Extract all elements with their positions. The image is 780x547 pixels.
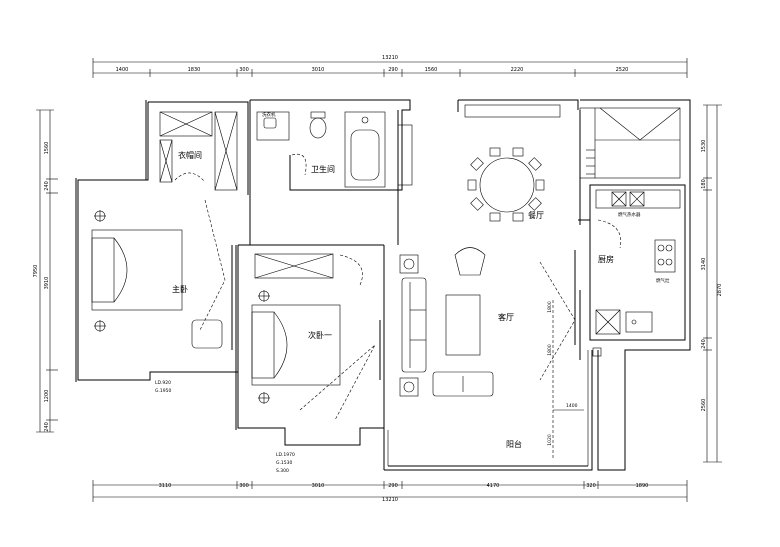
top-seg-1: 1400 [116, 67, 129, 73]
left-seg-4: 1200 [44, 390, 50, 403]
walls [75, 99, 691, 471]
balcony-label: 阳台 [506, 439, 522, 449]
washer-label: 洗衣机 [262, 111, 276, 118]
living-room-label: 客厅 [498, 312, 514, 322]
kitchen-room: 燃气热水器 燃气灶 厨房 [595, 189, 681, 335]
master-window-note-1: LD.920 [155, 380, 171, 386]
top-total-label: 13210 [382, 55, 398, 61]
living-dim-1: 1800 [547, 301, 553, 313]
dining-room: 餐厅 [464, 104, 561, 222]
top-seg-8: 2520 [616, 67, 629, 73]
right-seg-3: 3140 [701, 258, 707, 271]
top-seg-7: 2220 [511, 67, 524, 73]
right-dimension: 1530 180 3140 240 2560 2870 [701, 104, 723, 463]
living-dim-4: 1400 [566, 403, 578, 409]
second-bedroom-label: 次卧一 [308, 330, 332, 340]
second-bedroom: 次卧一 LD.1970 G.1530 S.300 [251, 253, 381, 474]
right-seg-2: 180 [701, 179, 707, 189]
top-seg-4: 3010 [312, 67, 325, 73]
bottom-dimension: 3110 300 3010 290 4170 320 1890 13210 [92, 480, 688, 503]
top-seg-3: 300 [239, 67, 249, 73]
bottom-seg-3: 3010 [312, 483, 325, 489]
bathroom-room: 洗衣机 卫生间 [256, 111, 413, 188]
kitchen-heater-label: 燃气热水器 [618, 211, 641, 218]
living-dim-2: 1800 [547, 344, 553, 356]
second-window-note-2: G.1530 [276, 460, 293, 466]
left-total-label: 7950 [33, 265, 39, 278]
second-window-note-1: LD.1970 [276, 452, 295, 458]
second-window-note-3: S.300 [276, 468, 289, 474]
dining-label: 餐厅 [528, 211, 544, 220]
top-dimension: 13210 1400 1830 300 3010 290 1560 2220 2… [92, 55, 688, 78]
master-window-note-2: G.1950 [155, 388, 172, 394]
right-seg-1: 1530 [701, 140, 707, 153]
right-total-b-label: 2870 [717, 284, 723, 297]
left-seg-5: 240 [44, 422, 50, 432]
left-seg-3: 3910 [44, 277, 50, 290]
left-dimension: 7950 1560 240 3910 1200 240 [33, 109, 58, 433]
left-seg-2: 240 [44, 181, 50, 191]
bottom-seg-1: 3110 [159, 483, 172, 489]
bottom-seg-2: 300 [239, 483, 249, 489]
living-dim-3: 1020 [547, 434, 553, 446]
balcony-room: 阳台 [387, 347, 602, 466]
living-room: 客厅 1800 1800 1020 1400 [399, 247, 584, 460]
bottom-seg-5: 4170 [487, 483, 500, 489]
master-bedroom: 主卧 LD.920 G.1950 [91, 199, 233, 394]
right-seg-4: 240 [701, 339, 707, 349]
right-seg-5: 2560 [701, 399, 707, 412]
bottom-seg-7: 1890 [636, 483, 649, 489]
top-seg-6: 1560 [425, 67, 438, 73]
closet-label: 衣帽间 [178, 150, 202, 160]
bathroom-label: 卫生间 [311, 164, 335, 174]
left-seg-1: 1560 [44, 142, 50, 155]
master-bedroom-label: 主卧 [172, 284, 188, 294]
bottom-seg-4: 290 [388, 483, 398, 489]
kitchen-label: 厨房 [598, 254, 614, 264]
top-seg-5: 290 [388, 67, 398, 73]
bottom-total-label: 13210 [382, 497, 398, 503]
staircase [579, 107, 681, 179]
bottom-seg-6: 320 [586, 483, 596, 489]
kitchen-stove-label: 燃气灶 [656, 277, 670, 284]
closet-room: 衣帽间 [159, 111, 238, 191]
top-seg-2: 1830 [188, 67, 201, 73]
